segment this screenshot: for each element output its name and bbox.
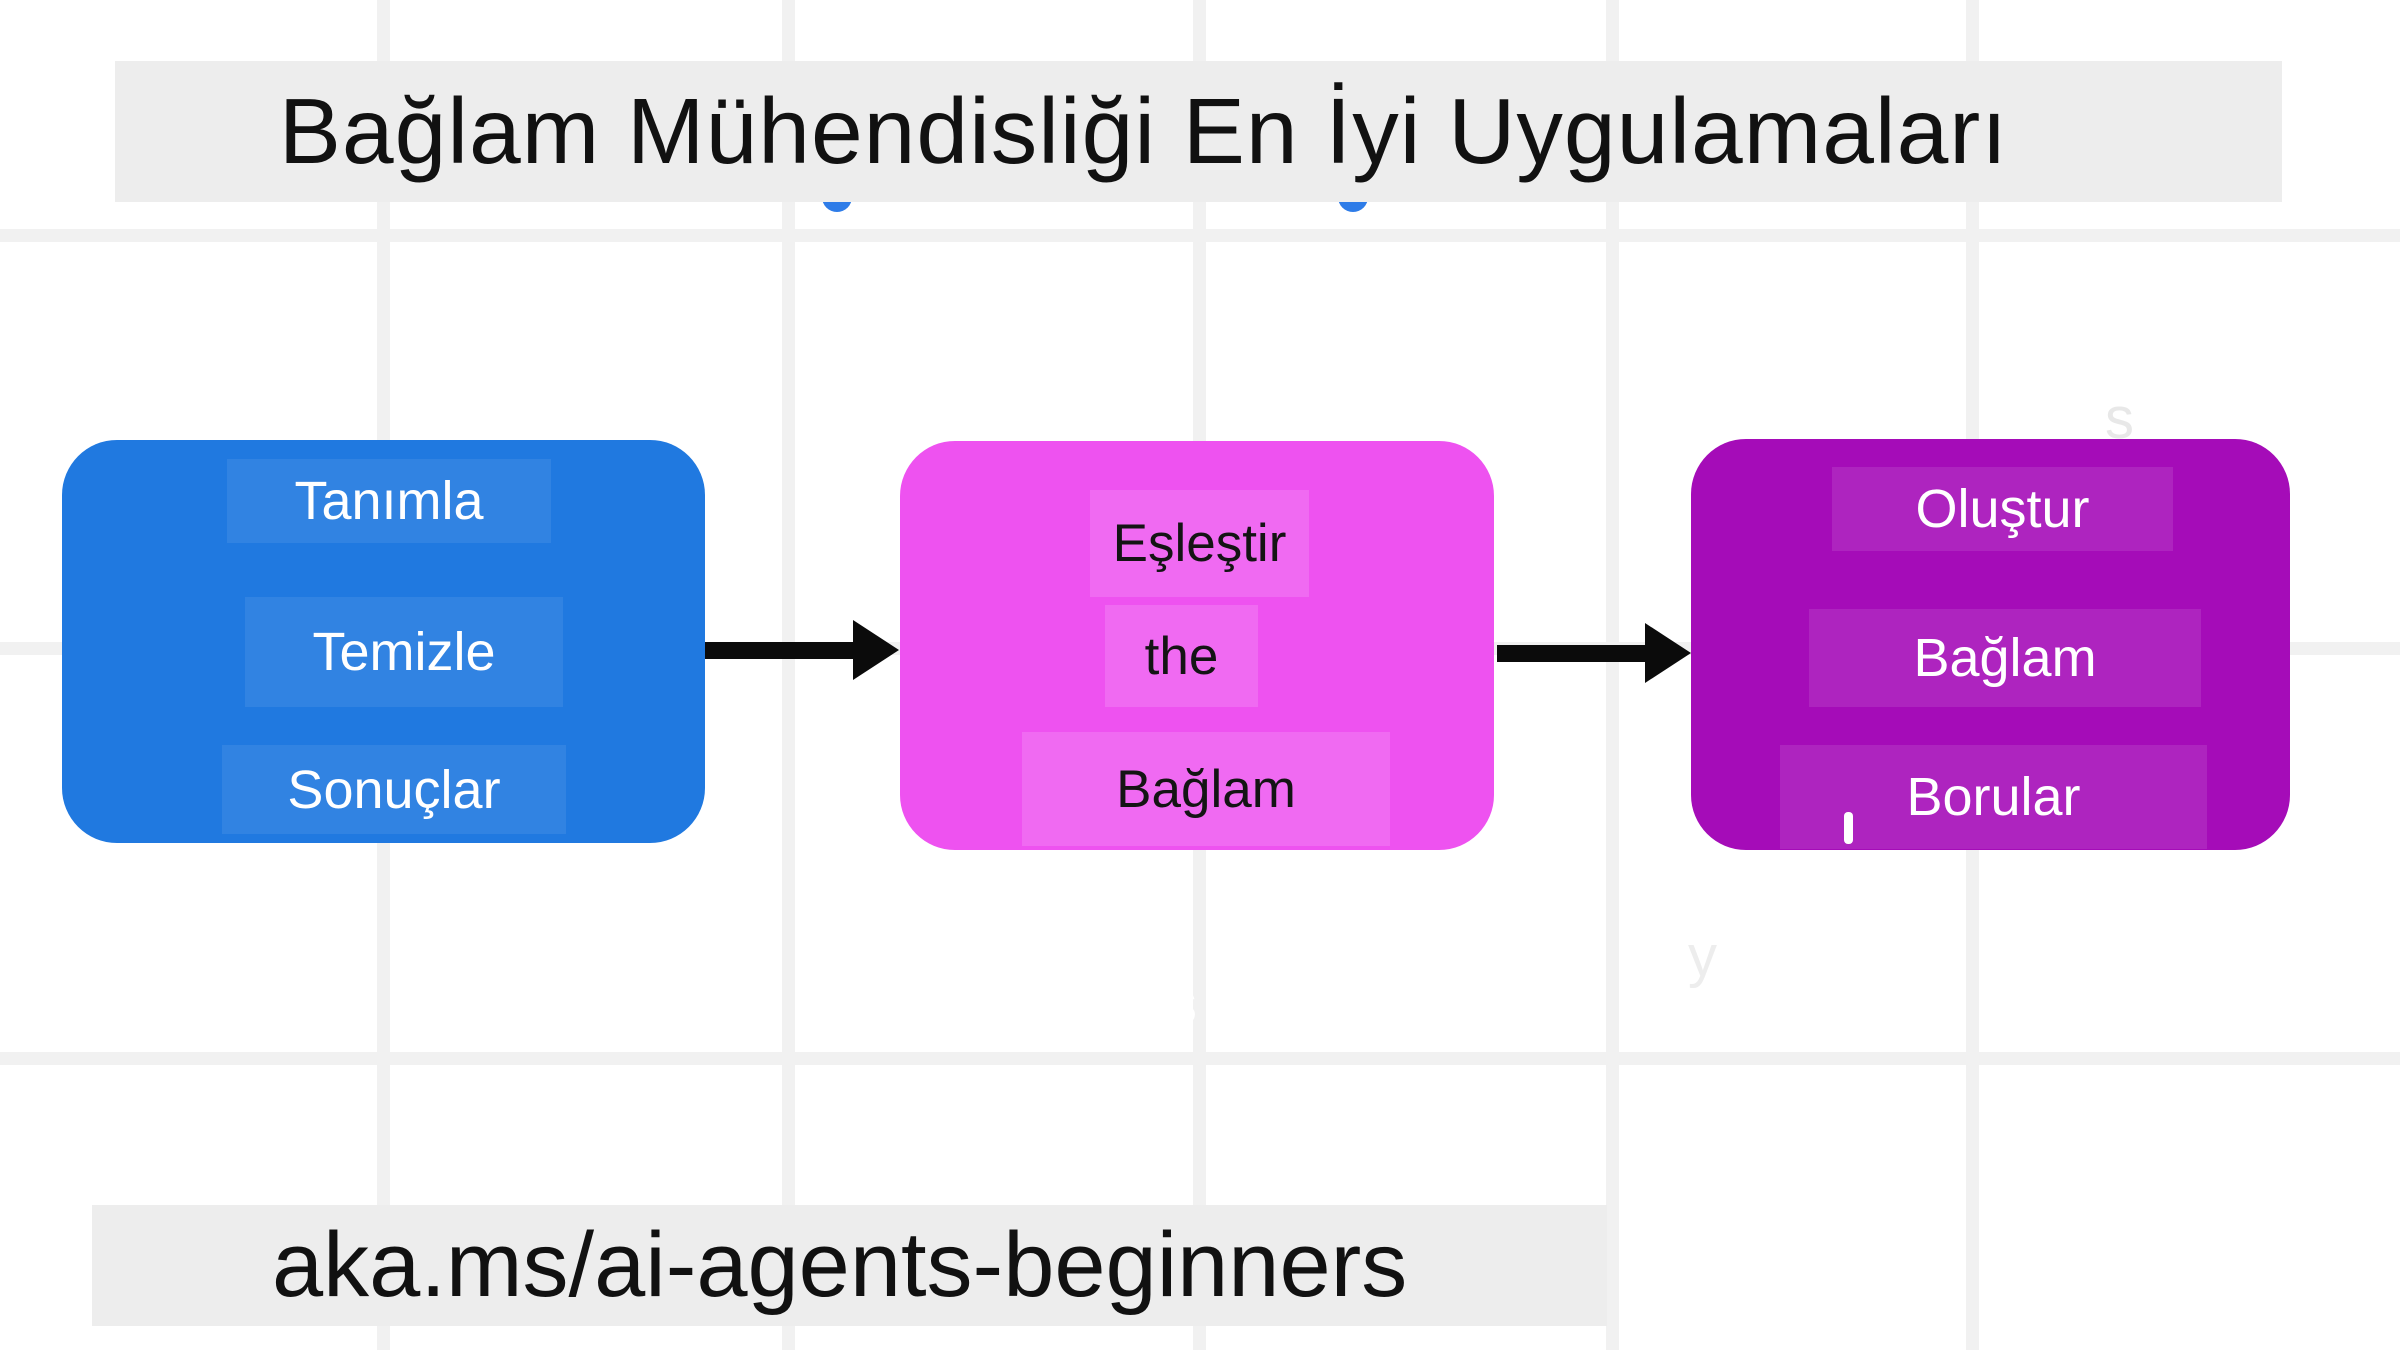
arrow-shaft xyxy=(1497,645,1649,662)
title-bar: Bağlam Mühendisliği En İyi Uygulamaları xyxy=(115,61,2282,202)
step-label: Eşleştir xyxy=(1090,490,1309,597)
page-title: Bağlam Mühendisliği En İyi Uygulamaları xyxy=(278,79,2009,183)
artifact-letter: y xyxy=(1688,924,1717,989)
step-box-create[interactable]: Oluştur Bağlam Borular xyxy=(1691,439,2290,850)
connector-arrow-right[interactable] xyxy=(1497,622,1691,684)
grid-line-horizontal xyxy=(0,1052,2400,1065)
step-label: the xyxy=(1105,605,1258,707)
artifact-letter: s xyxy=(2105,386,2134,451)
grid-line-horizontal xyxy=(0,229,2400,242)
footer-bar: aka.ms/ai-agents-beginners xyxy=(92,1205,1607,1326)
step-label: Temizle xyxy=(245,597,563,707)
grid-line-vertical xyxy=(1606,0,1619,1350)
arrow-shaft xyxy=(705,642,857,659)
step-box-match[interactable]: Eşleştir the Bağlam xyxy=(900,441,1494,850)
step-label: Bağlam xyxy=(1022,732,1390,846)
artifact-letter xyxy=(1844,812,1853,844)
footer-link-text: aka.ms/ai-agents-beginners xyxy=(272,1214,1408,1316)
arrow-head-icon xyxy=(853,620,899,680)
step-label: Sonuçlar xyxy=(222,745,566,834)
grid-line-vertical xyxy=(782,0,795,1350)
step-label: Oluştur xyxy=(1832,467,2173,551)
step-label: Bağlam xyxy=(1809,609,2201,707)
artifact-letter: s xyxy=(1168,971,1197,1036)
step-box-define[interactable]: Tanımla Temizle Sonuçlar xyxy=(62,440,705,843)
step-label: Tanımla xyxy=(227,459,551,543)
connector-arrow-right[interactable] xyxy=(705,619,899,681)
arrow-head-icon xyxy=(1645,623,1691,683)
